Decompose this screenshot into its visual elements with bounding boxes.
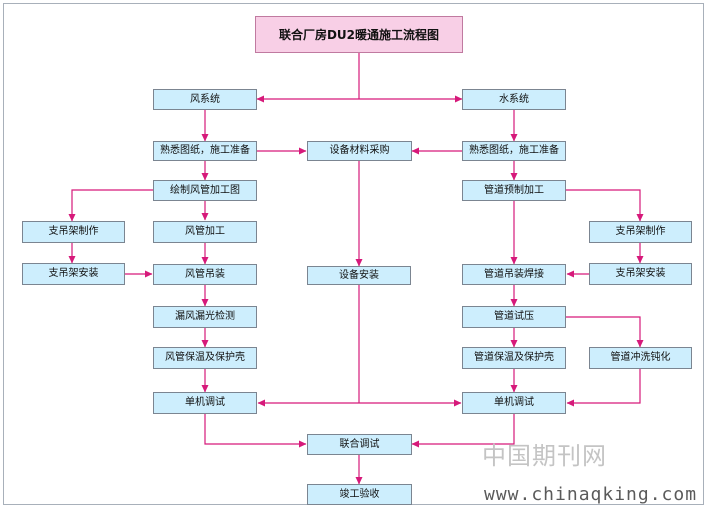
node-pipe-welding: 管道吊装焊接 [462, 264, 566, 285]
node-wind-single-test: 单机调试 [153, 392, 257, 414]
node-equipment-purchase: 设备材料采购 [307, 141, 412, 161]
watermark-cn: 中国期刊网 [482, 442, 607, 470]
node-pipe-pressure-test: 管道试压 [462, 306, 566, 328]
node-wind-prepare: 熟悉图纸，施工准备 [153, 141, 257, 161]
node-pipe-insulation: 管道保温及保护壳 [462, 347, 566, 369]
node-duct-hanging: 风管吊装 [153, 264, 257, 285]
node-joint-test: 联合调试 [307, 434, 412, 455]
node-duct-process: 风管加工 [153, 221, 257, 243]
node-duct-drawing: 绘制风管加工图 [153, 180, 257, 201]
node-pipe-flushing: 管道冲洗钝化 [589, 347, 692, 369]
node-water-prepare: 熟悉图纸，施工准备 [462, 141, 566, 161]
node-right-support-install: 支吊架安装 [589, 263, 692, 285]
node-leak-test: 漏风漏光检测 [153, 306, 257, 328]
flowchart-title: 联合厂房DU2暖通施工流程图 [255, 16, 463, 53]
node-equipment-install: 设备安装 [307, 266, 411, 285]
node-left-support-make: 支吊架制作 [22, 221, 125, 243]
edge-to-pipe-flushing [566, 316, 644, 348]
edge-wind-single-to-joint [204, 414, 307, 448]
node-acceptance: 竣工验收 [307, 484, 412, 505]
node-wind-system: 风系统 [153, 89, 257, 110]
edge-to-right-support-make [566, 189, 644, 222]
edge-flushing-to-water-single [566, 369, 641, 407]
node-pipe-prefab: 管道预制加工 [462, 180, 566, 201]
node-water-system: 水系统 [462, 89, 566, 110]
node-right-support-make: 支吊架制作 [589, 221, 692, 243]
node-duct-insulation: 风管保温及保护壳 [153, 347, 257, 369]
node-left-support-install: 支吊架安装 [22, 263, 125, 285]
edge-water-single-to-joint [411, 414, 515, 448]
edge-to-left-support-make [68, 189, 153, 222]
watermark-url: www.chinaqking.com [484, 484, 698, 505]
node-water-single-test: 单机调试 [462, 392, 566, 414]
